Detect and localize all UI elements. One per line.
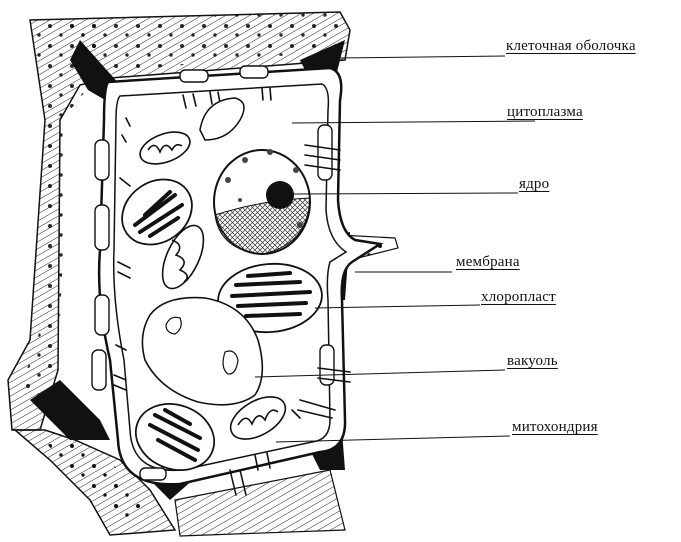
label-nucleus: ядро: [519, 176, 549, 193]
label-cell-wall: клеточная оболочка: [506, 38, 636, 55]
label-chloroplast: хлоропласт: [481, 289, 556, 306]
label-mitochondrion: митохондрия: [512, 419, 598, 436]
nucleus: [214, 149, 310, 254]
label-membrane: мембрана: [456, 254, 520, 271]
label-vacuole: вакуоль: [507, 353, 558, 370]
label-cytoplasm: цитоплазма: [507, 104, 583, 121]
